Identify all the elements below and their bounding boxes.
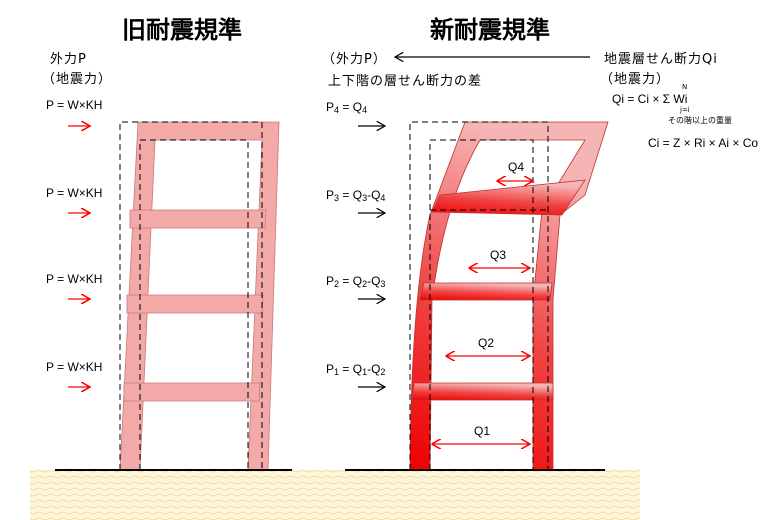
sum-top: N xyxy=(682,83,688,91)
new-frame xyxy=(409,121,609,471)
old-frame xyxy=(119,121,280,471)
new-force-label: （外力P） xyxy=(322,52,387,67)
new-eq-2: P2 = Q2-Q3 xyxy=(326,274,386,289)
new-eq-3: P3 = Q3-Q4 xyxy=(326,188,386,203)
old-eq-3: P = W×KH xyxy=(46,186,103,200)
new-title: 新耐震規準 xyxy=(430,16,550,44)
old-eq-4: P = W×KH xyxy=(46,98,103,112)
new-eq-4: P4 = Q4 xyxy=(326,100,368,115)
sum-bottom: j=i xyxy=(680,106,690,114)
old-title: 旧耐震規準 xyxy=(122,16,242,44)
old-force-label: 外力P xyxy=(50,52,87,67)
formula-ci: Ci = Z × Ri × Ai × Co xyxy=(648,136,759,150)
old-eq-1: P = W×KH xyxy=(46,360,103,374)
shear-arrows xyxy=(433,181,533,444)
ground xyxy=(30,470,640,520)
shear-label-q2: Q2 xyxy=(478,336,495,350)
old-original-outline xyxy=(119,121,263,470)
new-eq-1: P1 = Q1-Q2 xyxy=(326,362,386,377)
new-original-outline xyxy=(409,121,549,470)
formula-note: その階以上の重量 xyxy=(668,116,732,125)
formula-title: 地震層せん断力Qi xyxy=(604,52,718,67)
formula-sub: （地震力） xyxy=(600,72,671,87)
shear-label-q3: Q3 xyxy=(490,248,507,262)
force-arrows-new xyxy=(358,57,590,387)
formula-qi: Qi = Ci × Σ Wi xyxy=(612,92,688,106)
new-diff-label: 上下階の層せん断力の差 xyxy=(328,74,483,89)
shear-label-q1: Q1 xyxy=(474,424,491,438)
force-arrows-old xyxy=(68,126,90,387)
old-eq-2: P = W×KH xyxy=(46,272,103,286)
old-force-sub: （地震力） xyxy=(42,72,113,87)
shear-label-q4: Q4 xyxy=(508,160,525,174)
